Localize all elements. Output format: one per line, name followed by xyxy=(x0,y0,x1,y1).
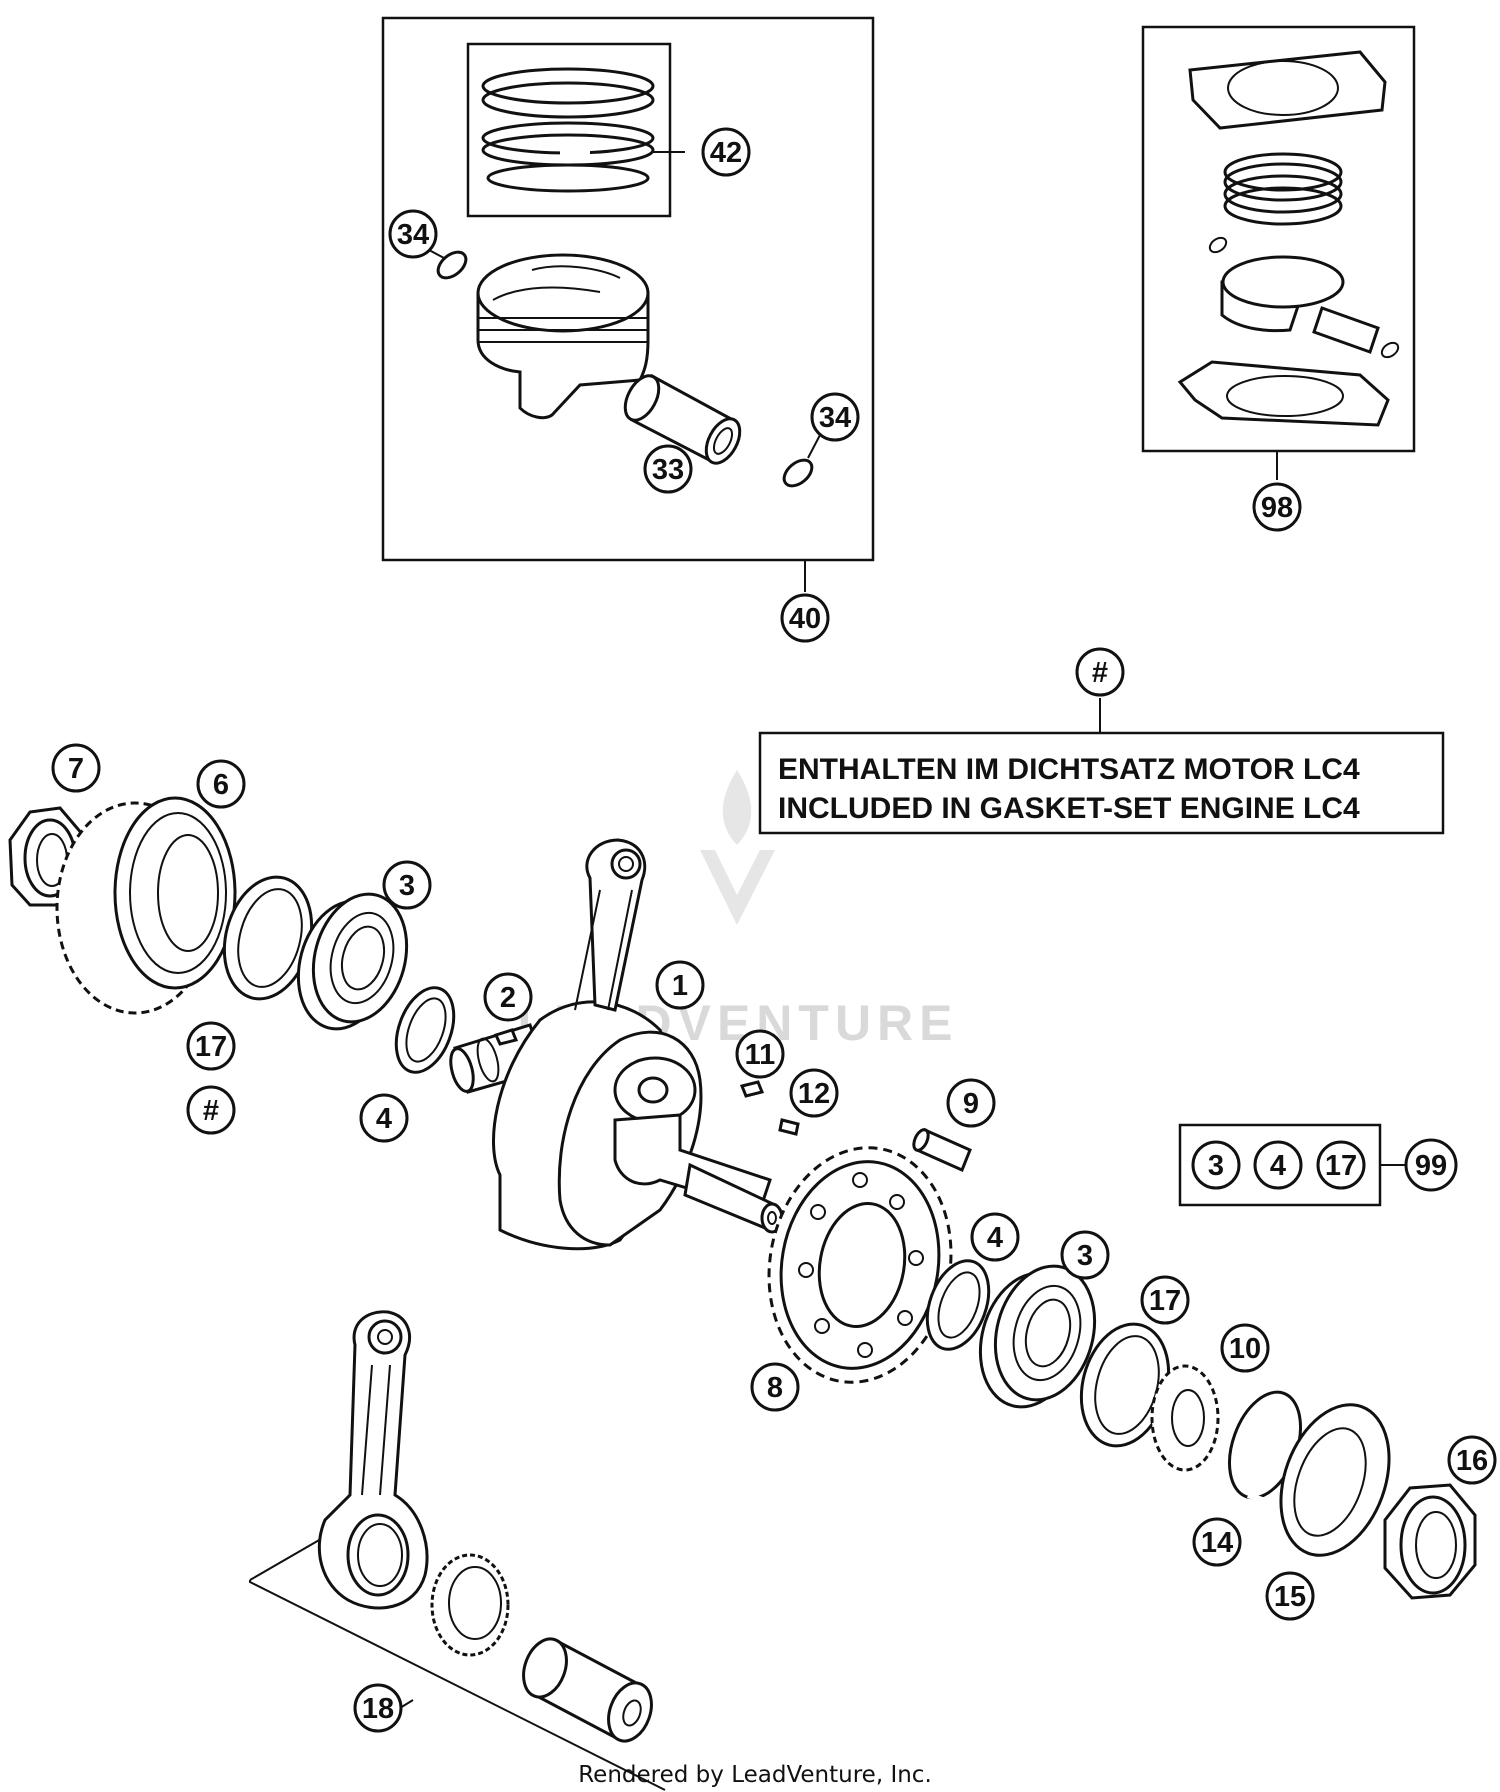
small-sprocket xyxy=(1150,1364,1220,1472)
piston-pin xyxy=(623,373,742,465)
callout-label: 8 xyxy=(767,1372,783,1404)
callout-1[interactable]: 1 xyxy=(655,960,705,1010)
callout-label: 3 xyxy=(399,870,415,902)
callout-16[interactable]: 16 xyxy=(1447,1435,1497,1485)
callout-label: 1 xyxy=(672,970,688,1002)
dowel-pin xyxy=(912,1127,972,1173)
callout-label: 3 xyxy=(1208,1150,1224,1182)
shim-left xyxy=(394,986,456,1074)
callout-label: 17 xyxy=(1149,1285,1181,1317)
callout-label: 14 xyxy=(1201,1527,1233,1559)
callout-label: 33 xyxy=(652,454,684,486)
footer-credit: Rendered by LeadVenture, Inc. xyxy=(578,1762,932,1788)
callout-label: 17 xyxy=(1325,1150,1357,1182)
circlip-left xyxy=(428,249,468,280)
timing-sprocket xyxy=(767,1146,953,1384)
needle-bearing xyxy=(430,1553,510,1657)
callout-9[interactable]: 9 xyxy=(946,1078,996,1128)
callout-98[interactable]: 98 xyxy=(1252,482,1302,532)
woodruff-key-2 xyxy=(493,1028,519,1046)
callout-label: 98 xyxy=(1261,492,1293,524)
callout-label: 99 xyxy=(1415,1150,1447,1182)
note-box: ENTHALTEN IM DICHTSATZ MOTOR LC4 INCLUDE… xyxy=(758,731,1445,835)
callout-17-right[interactable]: 17 xyxy=(1140,1275,1190,1325)
shim-right xyxy=(925,1259,991,1351)
piston-rings xyxy=(481,67,685,193)
callout-label: 16 xyxy=(1456,1445,1488,1477)
circlip-right xyxy=(782,434,821,488)
callout-33[interactable]: 33 xyxy=(643,444,693,494)
callout-label: 34 xyxy=(397,219,429,251)
callout-label: # xyxy=(1092,657,1108,689)
main-bearing-right xyxy=(978,1264,1097,1409)
bearing-kit-box xyxy=(1178,1123,1405,1207)
kit-item-3[interactable]: 3 xyxy=(1191,1140,1241,1190)
callout-14[interactable]: 14 xyxy=(1192,1517,1242,1567)
woodruff-key-11 xyxy=(739,1080,765,1098)
kit-item-17[interactable]: 17 xyxy=(1316,1140,1366,1190)
woodruff-key-12 xyxy=(778,1118,800,1136)
callout-hash-note[interactable]: # xyxy=(1075,647,1125,697)
crankshaft-nut xyxy=(1383,1483,1477,1600)
callout-label: 18 xyxy=(362,1693,394,1725)
crankshaft xyxy=(449,838,784,1251)
callout-2[interactable]: 2 xyxy=(483,972,533,1022)
callout-label: 11 xyxy=(745,1039,776,1071)
note-line-german: ENTHALTEN IM DICHTSATZ MOTOR LC4 xyxy=(778,753,1360,786)
callout-17-left[interactable]: 17 xyxy=(186,1021,236,1071)
callout-6[interactable]: 6 xyxy=(196,759,246,809)
callout-42[interactable]: 42 xyxy=(701,127,751,177)
thrust-washer xyxy=(1279,1403,1391,1557)
kit-item-4[interactable]: 4 xyxy=(1253,1140,1303,1190)
piston xyxy=(476,253,650,420)
crank-pin xyxy=(522,1637,653,1743)
callout-label: 9 xyxy=(963,1088,979,1120)
callout-34-left[interactable]: 34 xyxy=(388,209,438,259)
callout-label: 3 xyxy=(1077,1240,1093,1272)
callout-11[interactable]: 11 xyxy=(735,1029,785,1079)
callout-label: 4 xyxy=(987,1222,1003,1254)
main-bearing-left xyxy=(296,892,409,1031)
callout-label: 4 xyxy=(1270,1150,1286,1182)
callout-15[interactable]: 15 xyxy=(1265,1571,1315,1621)
callout-label: 12 xyxy=(798,1078,830,1110)
callout-label: 2 xyxy=(500,982,516,1014)
callout-label: 7 xyxy=(68,753,84,785)
callout-18[interactable]: 18 xyxy=(353,1683,403,1733)
callout-label: 40 xyxy=(789,603,821,635)
callout-label: 34 xyxy=(819,402,851,434)
callout-3-left[interactable]: 3 xyxy=(382,860,432,910)
piston-kit-box xyxy=(381,16,875,592)
note-line-english: INCLUDED IN GASKET-SET ENGINE LC4 xyxy=(778,792,1360,825)
gasket-kit-contents xyxy=(1177,50,1400,427)
callout-label: 15 xyxy=(1274,1581,1306,1613)
callout-99[interactable]: 99 xyxy=(1404,1138,1458,1192)
callout-label: # xyxy=(203,1095,219,1127)
callout-label: 17 xyxy=(195,1031,227,1063)
gasket-kit-box xyxy=(1141,25,1416,480)
callout-hash-left[interactable]: # xyxy=(186,1085,236,1135)
primary-gear xyxy=(55,796,237,1015)
callout-8[interactable]: 8 xyxy=(750,1362,800,1412)
callout-4-left[interactable]: 4 xyxy=(359,1093,409,1143)
callout-4-right[interactable]: 4 xyxy=(970,1212,1020,1262)
callout-label: 4 xyxy=(376,1103,392,1135)
callout-12[interactable]: 12 xyxy=(789,1068,839,1118)
callout-7[interactable]: 7 xyxy=(51,743,101,793)
callout-label: 42 xyxy=(710,137,742,169)
connecting-rod xyxy=(317,1310,429,1610)
callout-34-right[interactable]: 34 xyxy=(810,392,860,442)
callout-label: 10 xyxy=(1229,1333,1261,1365)
callout-label: 6 xyxy=(213,769,229,801)
callout-40[interactable]: 40 xyxy=(780,593,830,643)
callout-10[interactable]: 10 xyxy=(1220,1323,1270,1373)
callout-3-right[interactable]: 3 xyxy=(1060,1230,1110,1280)
